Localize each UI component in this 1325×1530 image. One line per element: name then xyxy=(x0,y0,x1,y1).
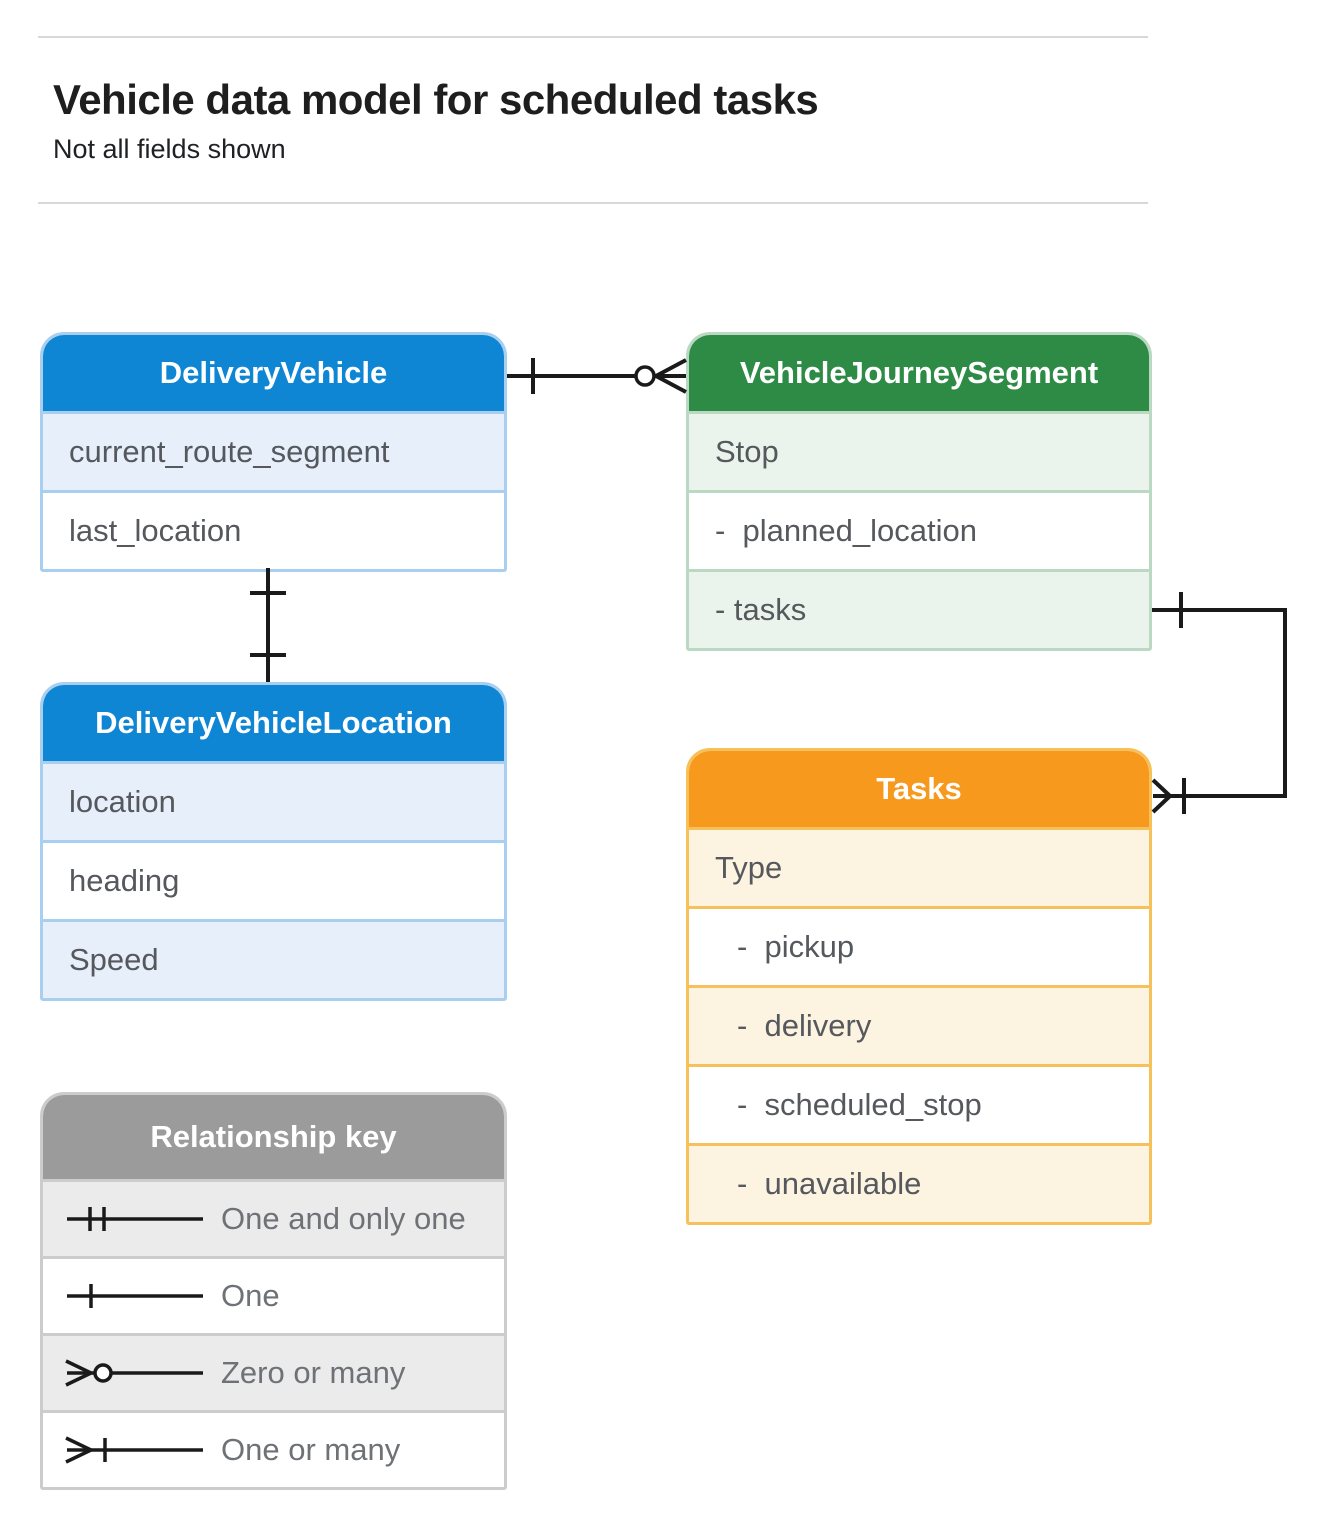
field-current-route-segment: current_route_segment xyxy=(43,411,504,490)
field-last-location: last_location xyxy=(43,490,504,569)
crow-foot-upper xyxy=(655,358,687,378)
legend-box: Relationship key One and only one One xyxy=(40,1092,507,1490)
legend-label-zero-or-many: Zero or many xyxy=(221,1355,406,1390)
legend-label-one: One xyxy=(221,1278,280,1313)
entity-delivery-vehicle-location: DeliveryVehicleLocation location heading… xyxy=(40,682,507,1001)
crow-foot-lower xyxy=(1151,794,1172,814)
zero-or-many-symbol xyxy=(65,1359,203,1387)
entity-title-vehicle-journey-segment: VehicleJourneySegment xyxy=(689,335,1149,411)
field-type: Type xyxy=(689,827,1149,906)
page-title: Vehicle data model for scheduled tasks xyxy=(53,76,819,123)
field-delivery: - delivery xyxy=(689,985,1149,1064)
legend-item-one-or-many: One or many xyxy=(43,1410,504,1487)
zero-circle xyxy=(634,365,656,387)
one-and-only-one-symbol xyxy=(67,1207,203,1231)
field-tasks: - tasks xyxy=(689,569,1149,648)
one-or-many-symbol xyxy=(65,1436,203,1464)
legend-item-one: One xyxy=(43,1256,504,1333)
entity-tasks: Tasks Type - pickup - delivery - schedul… xyxy=(686,748,1152,1225)
legend-item-one-and-only-one: One and only one xyxy=(43,1179,504,1256)
one-symbol xyxy=(67,1284,203,1308)
page-subtitle: Not all fields shown xyxy=(53,134,286,164)
entity-title-tasks: Tasks xyxy=(689,751,1149,827)
entity-title-delivery-vehicle: DeliveryVehicle xyxy=(43,335,504,411)
entity-delivery-vehicle: DeliveryVehicle current_route_segment la… xyxy=(40,332,507,572)
entity-vehicle-journey-segment: VehicleJourneySegment Stop - planned_loc… xyxy=(686,332,1152,651)
field-speed: Speed xyxy=(43,919,504,998)
legend-item-zero-or-many: Zero or many xyxy=(43,1333,504,1410)
field-planned-location: - planned_location xyxy=(689,490,1149,569)
connector-deliveryvehicle-deliveryvehiclelocation xyxy=(250,568,286,682)
field-heading: heading xyxy=(43,840,504,919)
field-unavailable: - unavailable xyxy=(689,1143,1149,1222)
field-location: location xyxy=(43,761,504,840)
connector-deliveryvehicle-vehiclejourneysegment xyxy=(507,358,687,394)
legend-label-one-or-many: One or many xyxy=(221,1432,401,1467)
legend-label-one-and-only-one: One and only one xyxy=(221,1201,466,1236)
top-divider xyxy=(38,36,1148,38)
crow-foot-lower xyxy=(655,374,687,394)
entity-title-delivery-vehicle-location: DeliveryVehicleLocation xyxy=(43,685,504,761)
field-pickup: - pickup xyxy=(689,906,1149,985)
crow-foot-upper xyxy=(1151,778,1172,798)
title-divider xyxy=(38,202,1148,204)
field-stop: Stop xyxy=(689,411,1149,490)
legend-title: Relationship key xyxy=(43,1095,504,1179)
connector-tasks-field-to-tasks-entity xyxy=(1151,592,1287,814)
field-scheduled-stop: - scheduled_stop xyxy=(689,1064,1149,1143)
